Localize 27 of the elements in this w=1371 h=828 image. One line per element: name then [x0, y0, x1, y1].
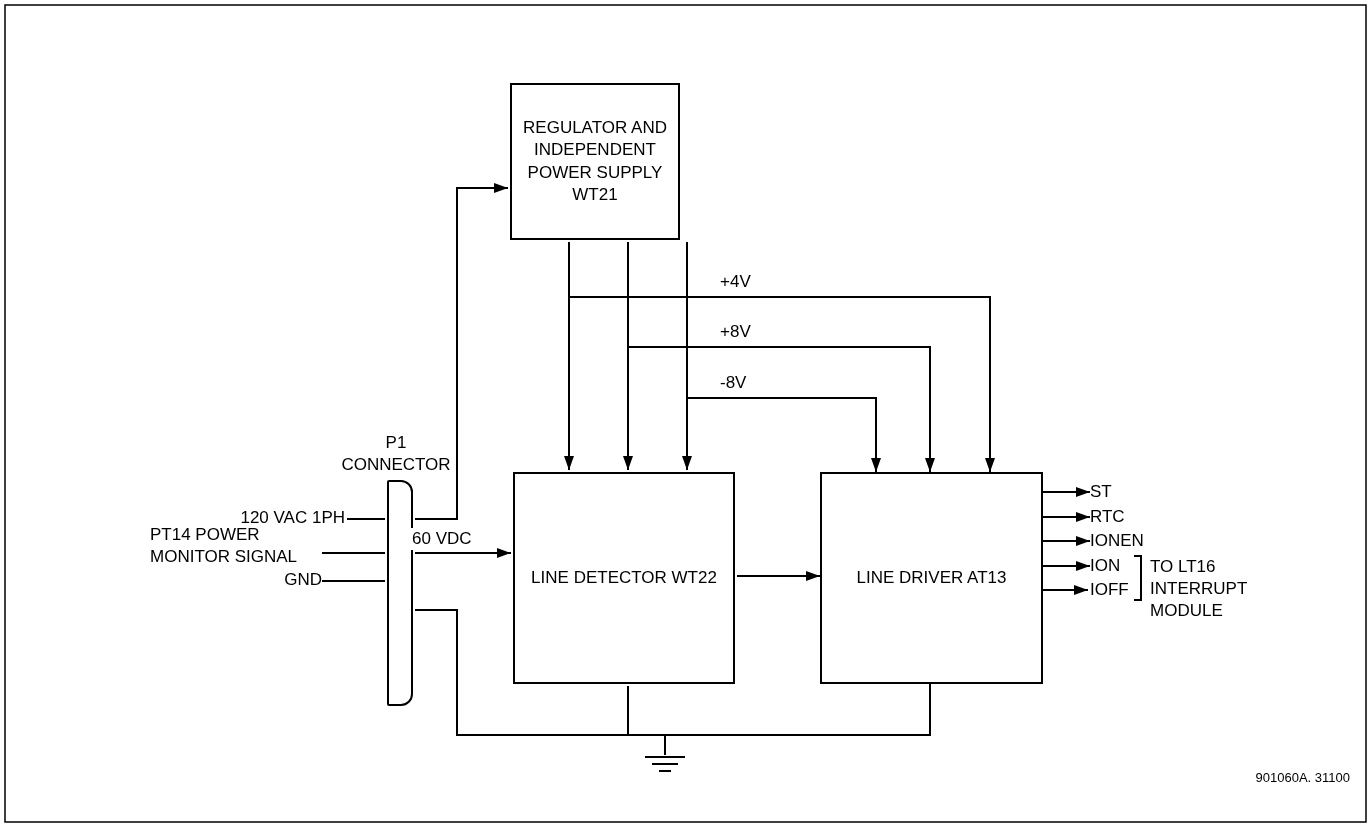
signal-label: IOFF	[1090, 579, 1129, 602]
signal-label: IONEN	[1090, 530, 1144, 553]
connector-line	[321, 552, 386, 554]
connector-line	[1042, 512, 1091, 522]
ground-symbol	[645, 755, 685, 773]
block-box: LINE DRIVER AT13	[820, 472, 1043, 684]
edge-label: 60 VDC	[410, 528, 474, 551]
connector-line	[414, 183, 509, 520]
signal-label: PT14 POWER MONITOR SIGNAL	[150, 524, 322, 569]
connector-line	[414, 548, 512, 558]
signal-label: ION	[1090, 555, 1121, 578]
connector-line	[1042, 536, 1091, 546]
signal-label: GND	[262, 569, 322, 592]
connector-line	[1042, 561, 1091, 571]
note-label: TO LT16 INTERRUPT MODULE	[1150, 556, 1248, 623]
signal-label: RTC	[1090, 506, 1125, 529]
connector-line	[346, 518, 386, 520]
connector-line	[664, 683, 931, 756]
connector-line	[321, 580, 386, 582]
connector-line	[736, 571, 821, 581]
connector-line	[1042, 585, 1089, 595]
connector-line	[1042, 487, 1091, 497]
connector-line	[686, 241, 881, 473]
signal-label: ST	[1090, 481, 1112, 504]
block-box: LINE DETECTOR WT22	[513, 472, 735, 684]
block-box: REGULATOR AND INDEPENDENT POWER SUPPLY WT21	[510, 83, 680, 240]
figure-code: 901060A. 31100	[1254, 770, 1350, 787]
